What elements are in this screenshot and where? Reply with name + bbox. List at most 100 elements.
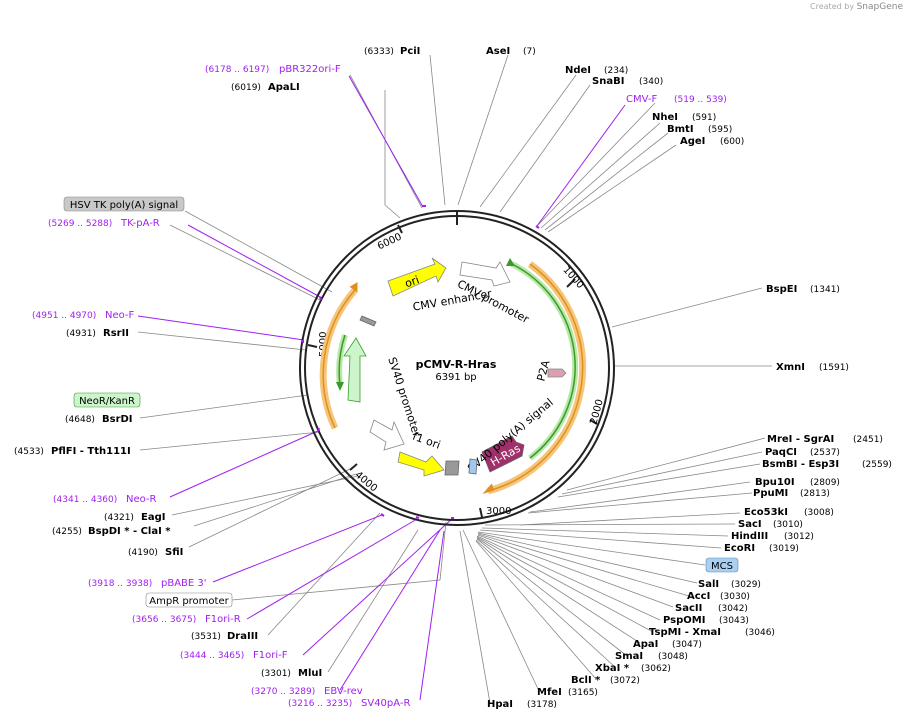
enzyme-pos: (4648) — [65, 415, 95, 425]
feature-f1-ori: f1 ori — [397, 430, 445, 477]
snapgene-credit: Created by SnapGene — [810, 2, 903, 12]
enzyme-name[interactable]: HindIII — [731, 531, 768, 542]
primer-pos: (5269 .. 5288) — [48, 219, 112, 229]
enzyme-name[interactable]: PaqCI — [765, 447, 797, 458]
enzyme-name[interactable]: ApaI — [633, 639, 658, 650]
enzyme-name[interactable]: PflFI - Tth111I — [51, 446, 131, 457]
label-mcs[interactable]: MCS — [705, 557, 739, 573]
primer-name[interactable]: F1ori-F — [253, 650, 288, 661]
primer-pos: (6178 .. 6197) — [205, 65, 269, 75]
enzyme-name[interactable]: PpuMI — [753, 488, 788, 499]
primer-leader-lines — [137, 75, 626, 701]
primer-name[interactable]: F1ori-R — [205, 614, 241, 625]
enzyme-name[interactable]: MreI - SgrAI — [767, 434, 834, 445]
label-hsv-tk[interactable]: HSV TK poly(A) signal — [63, 196, 185, 212]
enzyme-pos: (3030) — [720, 592, 750, 602]
primer-pos: (3270 .. 3289) — [251, 687, 315, 697]
primer-pos: (4341 .. 4360) — [53, 495, 117, 505]
enzyme-name[interactable]: BclI * — [571, 675, 601, 686]
enzyme-pos: (3165) — [568, 688, 598, 698]
enzyme-name[interactable]: RsrII — [103, 328, 129, 339]
enzyme-name[interactable]: TspMI - XmaI — [649, 627, 721, 638]
enzyme-pos: (4533) — [14, 447, 44, 457]
enzyme-name[interactable]: BsmBI - Esp3I — [762, 459, 839, 470]
primer-pos: (519 .. 539) — [674, 95, 727, 105]
enzyme-name[interactable]: BmtI — [667, 124, 694, 135]
enzyme-name[interactable]: SmaI — [615, 651, 643, 662]
enzyme-name[interactable]: Bpu10I — [755, 477, 795, 488]
enzyme-name[interactable]: MluI — [298, 668, 322, 679]
primer-name[interactable]: pBR322ori-F — [279, 64, 341, 75]
enzyme-pos: (3012) — [784, 532, 814, 542]
primer-pos: (3656 .. 3675) — [132, 615, 196, 625]
enzyme-pos: (2809) — [810, 478, 840, 488]
enzyme-name[interactable]: AgeI — [680, 136, 705, 147]
enzyme-pos: (4255) — [52, 527, 82, 537]
enzyme-name[interactable]: SnaBI — [592, 76, 624, 87]
enzyme-pos: (3048) — [658, 652, 688, 662]
enzyme-pos: (3072) — [610, 676, 640, 686]
green-arc-right — [506, 258, 579, 461]
tick-label-6000: 6000 — [376, 232, 404, 253]
primer-name[interactable]: SV40pA-R — [361, 698, 410, 709]
enzyme-name[interactable]: PciI — [400, 46, 420, 57]
enzyme-name[interactable]: AseI — [486, 46, 510, 57]
ampr-arc — [482, 261, 587, 495]
enzyme-name[interactable]: SacI — [738, 519, 762, 530]
tick-marks — [307, 224, 598, 518]
enzyme-pos: (340) — [639, 77, 663, 87]
enzyme-pos: (3178) — [527, 700, 557, 710]
enzyme-name[interactable]: SfiI — [165, 547, 183, 558]
credit-prefix: Created by — [810, 2, 855, 11]
primer-name[interactable]: EBV-rev — [324, 686, 363, 697]
primer-pos: (3216 .. 3235) — [288, 699, 352, 709]
enzyme-name[interactable]: SacII — [675, 603, 702, 614]
label-neor-kanr[interactable]: NeoR/KanR — [73, 392, 141, 408]
enzyme-pos: (595) — [708, 125, 732, 135]
enzyme-pos: (2559) — [862, 460, 892, 470]
label-mcs-text: MCS — [711, 561, 733, 572]
primer-name[interactable]: CMV-F — [626, 94, 657, 105]
enzyme-pos: (4931) — [66, 329, 96, 339]
enzyme-pos: (3043) — [719, 616, 749, 626]
enzyme-name[interactable]: EcoRI — [724, 543, 755, 554]
primer-name[interactable]: Neo-R — [126, 494, 157, 505]
enzyme-name[interactable]: XmnI — [776, 362, 805, 373]
enzyme-name[interactable]: EagI — [141, 512, 165, 523]
enzyme-pos: (3046) — [745, 628, 775, 638]
enzyme-name[interactable]: AccI — [687, 591, 710, 602]
enzyme-pos: (2451) — [853, 435, 883, 445]
enzyme-pos: (1341) — [810, 285, 840, 295]
enzyme-name[interactable]: HpaI — [487, 699, 513, 710]
enzyme-name[interactable]: PspOMI — [663, 615, 705, 626]
primer-name[interactable]: TK-pA-R — [120, 218, 160, 229]
enzyme-pos: (3047) — [672, 640, 702, 650]
label-ampr-promoter[interactable]: AmpR promoter — [145, 592, 233, 608]
tick-label-3000: 3000 — [486, 506, 511, 517]
enzyme-pos: (3029) — [731, 580, 761, 590]
enzyme-name[interactable]: BspDI * - ClaI * — [88, 526, 171, 537]
enzyme-name[interactable]: ApaLI — [268, 82, 300, 93]
enzyme-name[interactable]: BsrDI — [102, 414, 133, 425]
enzyme-pos: (3301) — [261, 669, 291, 679]
enzyme-name[interactable]: NheI — [652, 112, 678, 123]
primer-name[interactable]: Neo-F — [105, 310, 135, 321]
enzyme-name[interactable]: DraIII — [227, 631, 258, 642]
feature-sv40-polya-box — [468, 458, 478, 475]
enzyme-name[interactable]: XbaI * — [595, 663, 630, 674]
plasmid-name: pCMV-R-Hras — [416, 358, 497, 371]
enzyme-name[interactable]: BspEI — [766, 284, 797, 295]
enzyme-pos: (3042) — [718, 604, 748, 614]
enzyme-pos: (1591) — [819, 363, 849, 373]
feature-label-ori: ori — [403, 273, 421, 290]
primer-name[interactable]: pBABE 3' — [161, 578, 207, 589]
enzyme-pos: (3019) — [769, 544, 799, 554]
label-hsv-tk-text: HSV TK poly(A) signal — [70, 200, 178, 211]
enzyme-pos: (3062) — [641, 664, 671, 674]
enzyme-name[interactable]: NdeI — [565, 65, 591, 76]
enzyme-name[interactable]: MfeI — [537, 687, 562, 698]
enzyme-name[interactable]: SalI — [698, 579, 719, 590]
primer-pos: (3918 .. 3938) — [88, 579, 152, 589]
enzyme-name[interactable]: Eco53kI — [744, 507, 788, 518]
